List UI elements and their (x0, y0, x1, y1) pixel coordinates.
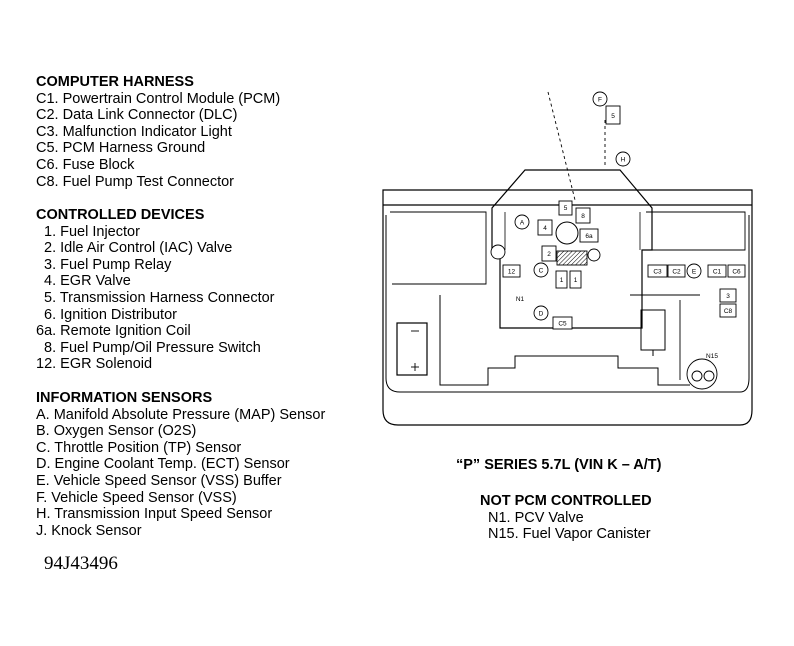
series-caption: “P” SERIES 5.7L (VIN K – A/T) (456, 457, 662, 473)
callout-c5-label: C5 (558, 321, 567, 328)
callout-c6-label: C6 (732, 269, 741, 276)
legend-item-c6: C6. Fuse Block (36, 156, 135, 173)
callout-8-label: 8 (581, 213, 585, 220)
callout-f-label: F (598, 97, 602, 104)
battery (396, 322, 428, 376)
legend-item-a: A. Manifold Absolute Pressure (MAP) Sens… (36, 406, 326, 423)
legend-item-8: 8. Fuel Pump/Oil Pressure Switch (44, 339, 261, 356)
computer-harness-legend: COMPUTER HARNESS C1. Powertrain Control … (36, 74, 280, 190)
callout-5 (558, 200, 573, 216)
callout-4-label: 4 (543, 225, 547, 232)
computer-harness-heading: COMPUTER HARNESS (36, 74, 194, 90)
air-component (640, 309, 666, 351)
throttle-body (555, 221, 579, 245)
canister-n15-port-a (691, 370, 703, 382)
legend-item-b: B. Oxygen Sensor (O2S) (36, 423, 197, 440)
callout-5-top-label: 5 (611, 113, 615, 120)
callout-h-label: H (621, 157, 626, 164)
callout-c2 (667, 264, 686, 278)
callout-2-label: 2 (547, 251, 551, 258)
legend-item-f: F. Vehicle Speed Sensor (VSS) (36, 489, 237, 506)
callout-c2-label: C2 (672, 269, 681, 276)
legend-item-6a: 6a. Remote Ignition Coil (36, 323, 191, 340)
callout-d (533, 305, 549, 321)
callout-a (514, 214, 530, 230)
controlled-devices-legend: CONTROLLED DEVICES 1. Fuel Injector 2. I… (36, 207, 275, 373)
not-pcm-controlled-legend: NOT PCM CONTROLLED N1. PCV Valve N15. Fu… (480, 493, 652, 543)
canister-n15-port-b (703, 370, 715, 382)
callout-c8 (719, 303, 737, 318)
legend-item-e: E. Vehicle Speed Sensor (VSS) Buffer (36, 472, 282, 489)
legend-item-5: 5. Transmission Harness Connector (44, 289, 275, 306)
callout-c-label: C (539, 268, 544, 275)
callout-1a (555, 270, 568, 289)
callout-j (490, 244, 506, 260)
injector-area (556, 250, 588, 266)
callout-c3-label: C3 (653, 269, 662, 276)
right-fender-panel (646, 211, 746, 251)
callout-1a-label: 1 (560, 277, 564, 284)
callout-8 (575, 207, 591, 224)
callout-6a-label: 6a (585, 233, 593, 240)
legend-item-12: 12. EGR Solenoid (36, 356, 153, 373)
callout-3-label: 3 (726, 293, 730, 300)
callout-c5 (552, 316, 573, 330)
figure-id: 94J43496 (44, 553, 118, 574)
callout-5-label: 5 (564, 205, 568, 212)
callout-1b (569, 270, 582, 289)
callout-12-label: 12 (508, 269, 516, 276)
legend-item-c2: C2. Data Link Connector (DLC) (36, 107, 238, 124)
legend-item-3: 3. Fuel Pump Relay (44, 256, 172, 273)
not-pcm-heading: NOT PCM CONTROLLED (480, 493, 652, 509)
callout-2 (541, 245, 557, 262)
callout-c1-label: C1 (713, 269, 722, 276)
callout-c8-label: C8 (724, 308, 733, 315)
dashed-line-left (547, 91, 576, 201)
information-sensors-heading: INFORMATION SENSORS (36, 390, 213, 406)
callout-f (592, 91, 608, 107)
callout-n1-label: N1 (516, 296, 525, 303)
controlled-devices-heading: CONTROLLED DEVICES (36, 207, 205, 223)
component-6a-circle (587, 248, 601, 262)
callout-c (533, 262, 549, 278)
callout-c1 (707, 264, 727, 278)
legend-item-c3: C3. Malfunction Indicator Light (36, 123, 232, 140)
callout-e-label: E (692, 269, 697, 276)
engine-outline (491, 169, 653, 329)
left-fender-panel (390, 211, 487, 285)
callout-6a (579, 228, 599, 243)
callout-n15-label: N15 (706, 353, 718, 360)
information-sensors-legend: INFORMATION SENSORS A. Manifold Absolute… (36, 390, 325, 539)
vehicle-body-outline (382, 189, 753, 426)
legend-item-6: 6. Ignition Distributor (44, 306, 177, 323)
legend-item-c1: C1. Powertrain Control Module (PCM) (36, 90, 281, 107)
legend-item-4: 4. EGR Valve (44, 273, 131, 290)
callout-e (686, 263, 702, 279)
callout-12 (502, 264, 521, 278)
legend-item-d: D. Engine Coolant Temp. (ECT) Sensor (36, 456, 290, 473)
legend-item-2: 2. Idle Air Control (IAC) Valve (44, 240, 233, 257)
legend-item-n15: N15. Fuel Vapor Canister (488, 526, 651, 543)
callout-1b-label: 1 (574, 277, 578, 284)
callout-c3 (647, 264, 668, 278)
legend-item-c8: C8. Fuel Pump Test Connector (36, 173, 234, 190)
legend-item-1: 1. Fuel Injector (44, 223, 140, 240)
callout-3 (719, 288, 737, 303)
legend-item-c5: C5. PCM Harness Ground (36, 140, 206, 157)
compartment-inner (385, 215, 750, 393)
callout-h (615, 151, 631, 167)
callout-4 (537, 219, 553, 236)
callout-d-label: D (539, 311, 544, 318)
legend-item-h: H. Transmission Input Speed Sensor (36, 506, 273, 523)
harness-left (439, 295, 690, 386)
legend-item-j: J. Knock Sensor (36, 522, 142, 539)
callout-5-top (605, 105, 621, 125)
legend-item-c: C. Throttle Position (TP) Sensor (36, 439, 242, 456)
legend-item-n1: N1. PCV Valve (488, 509, 584, 526)
callout-a-label: A (520, 220, 525, 227)
callout-c6 (727, 264, 746, 278)
